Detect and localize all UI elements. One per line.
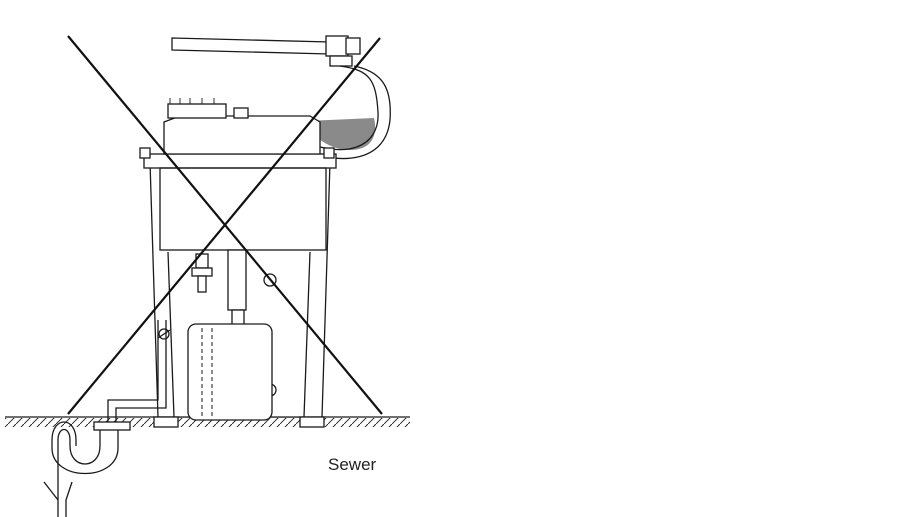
drain-pipe-left — [43, 320, 167, 517]
cross-out-mark — [67, 35, 383, 415]
discharge-pipe — [171, 35, 361, 67]
incorrect-installation — [5, 35, 410, 517]
sewer-label: Sewer — [328, 455, 377, 474]
floor-hatch — [5, 418, 410, 427]
pump-unit-left — [139, 97, 337, 428]
